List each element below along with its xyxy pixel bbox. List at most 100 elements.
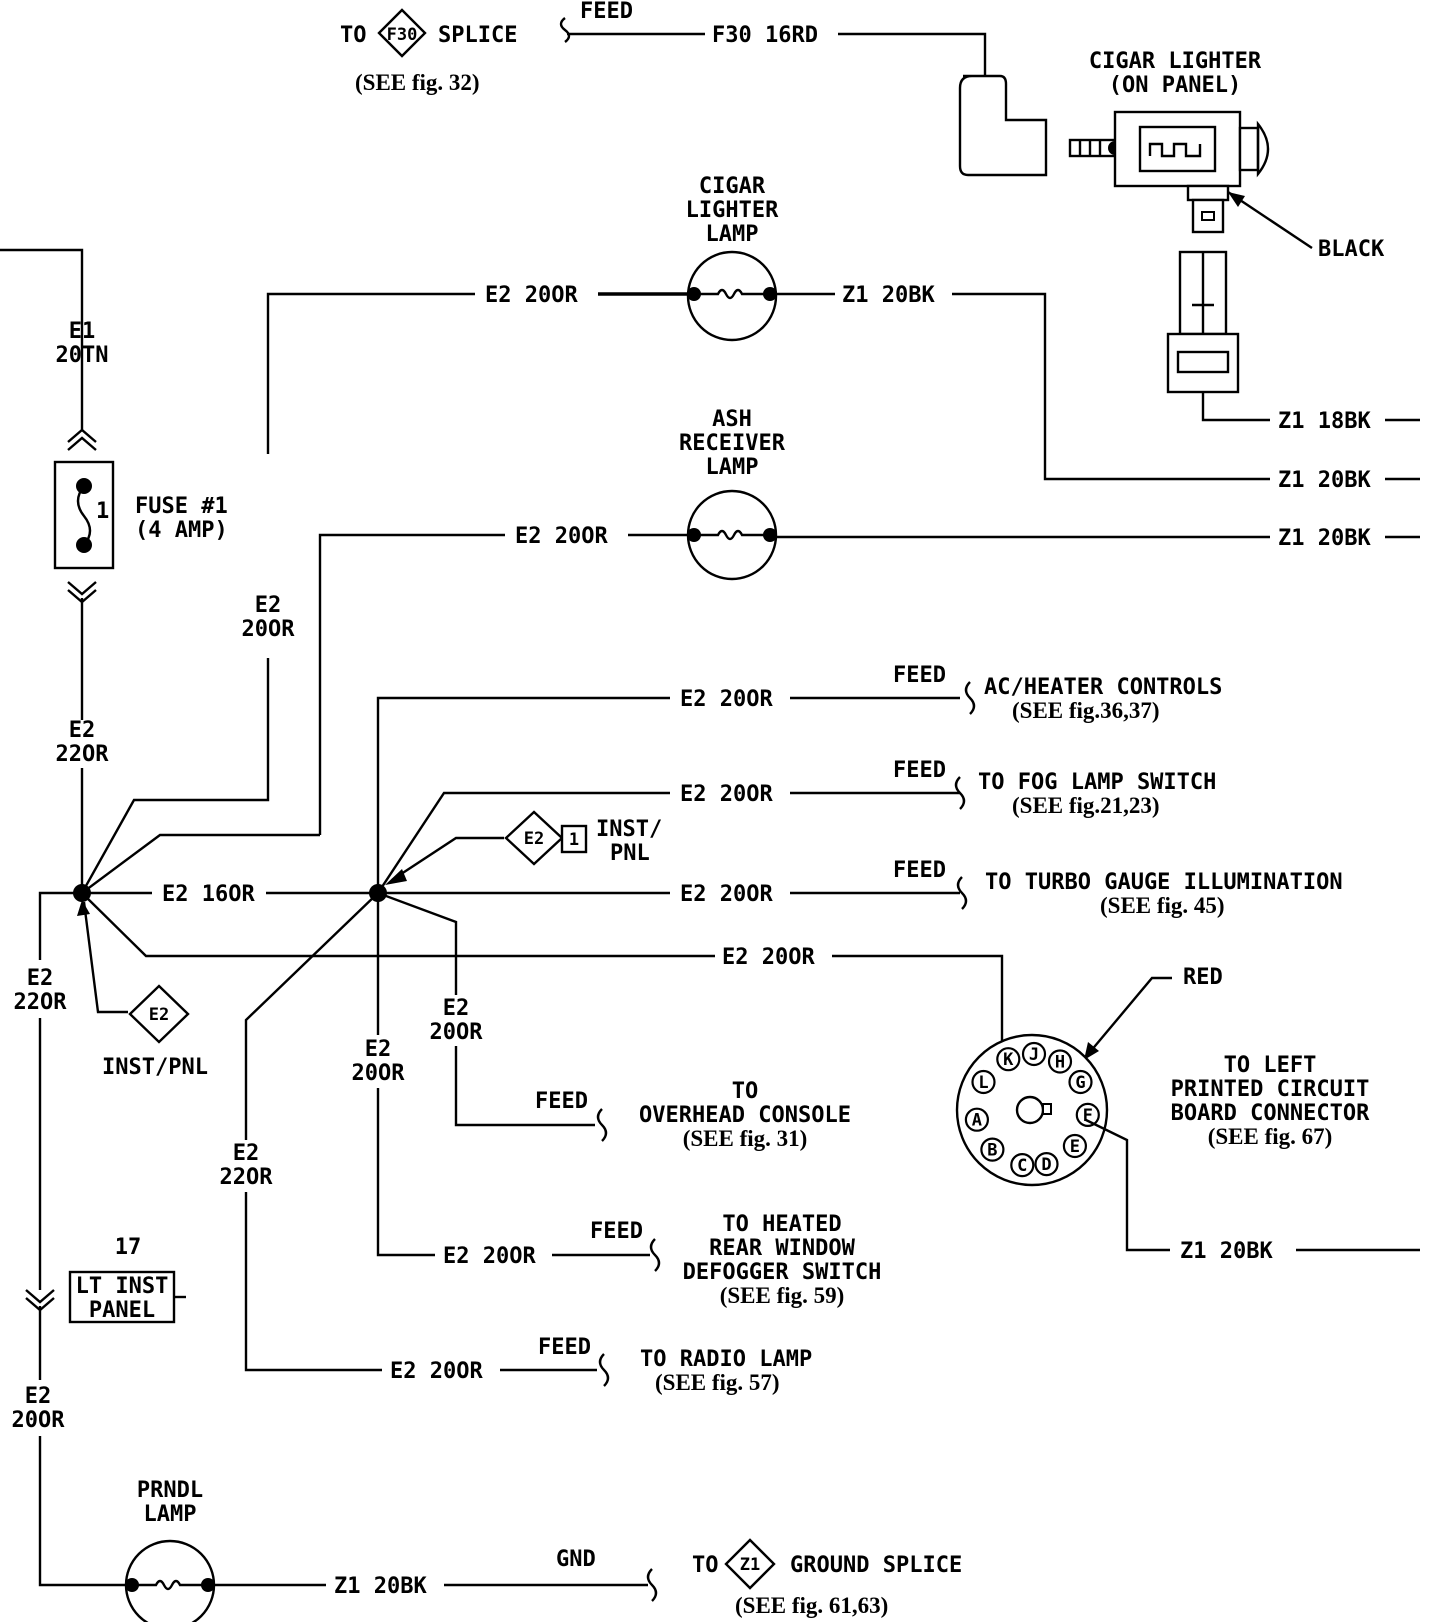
splice1-code: E2 bbox=[524, 829, 544, 849]
rd-wire2: 22OR bbox=[220, 1165, 274, 1190]
oc-label3: (SEE fig. 31) bbox=[683, 1126, 808, 1151]
splice-pointer bbox=[391, 836, 504, 882]
wire bbox=[244, 1192, 382, 1372]
wire bbox=[1085, 1118, 1170, 1252]
prndl-wire: Z1 20BK bbox=[334, 1574, 427, 1599]
connector-pin-label: E bbox=[1070, 1137, 1080, 1157]
wire bbox=[376, 696, 670, 893]
splice1-label2: PNL bbox=[610, 841, 650, 866]
rd-wire: E2 20OR bbox=[390, 1359, 483, 1384]
top-splice: SPLICE bbox=[438, 23, 517, 48]
connector-pin-a bbox=[964, 1107, 990, 1132]
ash-lamp-line2: RECEIVER bbox=[679, 431, 786, 456]
wire-z1-18bk: Z1 18BK bbox=[1278, 409, 1371, 434]
ash-receiver-lamp: ASH RECEIVER LAMP E2 20OR bbox=[318, 407, 1270, 835]
feed-break-icon bbox=[649, 1238, 661, 1272]
left-wire-label2: 22OR bbox=[14, 990, 68, 1015]
ac-label1: AC/HEATER CONTROLS bbox=[984, 675, 1222, 700]
fog-label2: (SEE fig.21,23) bbox=[1012, 793, 1160, 818]
inst-panel-label2: PANEL bbox=[89, 1298, 155, 1323]
ac-label2: (SEE fig.36,37) bbox=[1012, 698, 1160, 723]
connector-pin-label: G bbox=[1075, 1073, 1085, 1093]
connector-pin-label: D bbox=[1041, 1155, 1051, 1175]
ac-wire: E2 20OR bbox=[680, 687, 773, 712]
rd-wire1: E2 bbox=[233, 1141, 260, 1166]
black-pointer bbox=[1227, 191, 1313, 249]
connector-pin-f bbox=[1075, 1102, 1100, 1128]
wire bbox=[81, 833, 320, 894]
wire bbox=[244, 892, 379, 1140]
cl-lamp-line1: CIGAR bbox=[699, 174, 766, 199]
feed-connector-icon bbox=[958, 74, 1048, 177]
cl-lamp-line2: LIGHTER bbox=[686, 198, 779, 223]
splice1-label1: INST/ bbox=[596, 817, 662, 842]
e2-splice-diamond-icon bbox=[504, 810, 564, 866]
prndl-label1: PRNDL bbox=[137, 1478, 203, 1503]
oc-wire2: 20OR bbox=[430, 1020, 484, 1045]
ht-label1: TO HEATED bbox=[722, 1212, 841, 1237]
cl-lamp-in-wire: E2 20OR bbox=[485, 283, 578, 308]
wire-z1-20bk-b: Z1 20BK bbox=[1278, 526, 1371, 551]
wire bbox=[952, 292, 1270, 481]
fuse-wire-top1: E1 bbox=[69, 319, 96, 344]
connector-pin-d bbox=[1034, 1151, 1059, 1177]
turbo-label2: (SEE fig. 45) bbox=[1100, 893, 1225, 918]
fog-wire: E2 20OR bbox=[680, 782, 773, 807]
connector-pin-label: B bbox=[987, 1141, 997, 1161]
feed-break-icon bbox=[956, 876, 968, 910]
splice1-num: 1 bbox=[569, 830, 579, 850]
prndl-lamp: PRNDL LAMP Z1 20BK GND TO Z1 GROUND SPLI… bbox=[124, 1478, 962, 1622]
cigar-lighter-subtitle: (ON PANEL) bbox=[1109, 73, 1241, 98]
wire bbox=[838, 32, 987, 76]
black-label: BLACK bbox=[1318, 237, 1385, 262]
red-pointer bbox=[1089, 976, 1172, 1053]
secondary-junction: E2 20OR FEED AC/HEATER CONTROLS (SEE fig… bbox=[369, 663, 1343, 918]
filament-icon bbox=[694, 529, 770, 541]
gnd-splice-label: GROUND SPLICE bbox=[790, 1553, 962, 1578]
turbo-wire: E2 20OR bbox=[680, 882, 773, 907]
wire bbox=[376, 791, 670, 894]
cigar-lighter-lamp: CIGAR LIGHTER LAMP E2 20OR Z1 20BK bbox=[266, 174, 1270, 481]
feed-break-icon bbox=[964, 681, 976, 715]
connector-z1-wire: Z1 20BK bbox=[1180, 1239, 1273, 1264]
top-see: (SEE fig. 32) bbox=[355, 70, 480, 95]
left-wire-label1: E2 bbox=[27, 966, 54, 991]
ht-wire: E2 20OR bbox=[443, 1244, 536, 1269]
wire bbox=[38, 1436, 132, 1587]
wire bbox=[318, 533, 505, 835]
connector-label1: TO LEFT bbox=[1224, 1053, 1317, 1078]
gnd-label: GND bbox=[556, 1547, 596, 1572]
vertical-wire-label2: 20OR bbox=[242, 617, 296, 642]
connector-pin-g bbox=[1068, 1069, 1093, 1095]
fuse-wire-bot2: 22OR bbox=[56, 742, 110, 767]
long-wire-label: E2 20OR bbox=[722, 945, 815, 970]
connector-label4: (SEE fig. 67) bbox=[1208, 1124, 1333, 1149]
cl-lamp-out-wire: Z1 20BK bbox=[842, 283, 935, 308]
inst-panel-label1: LT INST bbox=[76, 1274, 169, 1299]
fog-feed: FEED bbox=[893, 758, 946, 783]
gnd-to: TO bbox=[692, 1553, 719, 1578]
connector-chevron-icon bbox=[67, 428, 97, 451]
feed-break-icon bbox=[954, 776, 966, 810]
connector-pin-label: L bbox=[978, 1073, 988, 1093]
ash-lamp-line1: ASH bbox=[712, 407, 752, 432]
connector-pin-j bbox=[1021, 1041, 1047, 1067]
e2-diamond-code: E2 bbox=[149, 1005, 169, 1025]
gnd-see: (SEE fig. 61,63) bbox=[735, 1593, 888, 1618]
connector-label3: BOARD CONNECTOR bbox=[1171, 1101, 1370, 1126]
wire bbox=[80, 658, 270, 894]
turbo-label1: TO TURBO GAUGE ILLUMINATION bbox=[985, 870, 1343, 895]
wire bbox=[38, 891, 82, 960]
lt-inst-panel: 17 LT INST PANEL E2 20OR bbox=[12, 1235, 186, 1587]
oc-label1: TO bbox=[732, 1079, 759, 1104]
feed-break-icon bbox=[646, 1568, 658, 1602]
mid-wire-label: E2 16OR bbox=[162, 882, 255, 907]
connector-pin-label: C bbox=[1017, 1156, 1027, 1176]
prndl-wire-label2: 20OR bbox=[12, 1408, 66, 1433]
turbo-feed: FEED bbox=[893, 858, 946, 883]
connector-pin-h bbox=[1047, 1049, 1073, 1074]
fuse-wire-bot1: E2 bbox=[69, 718, 96, 743]
wire bbox=[81, 892, 715, 958]
